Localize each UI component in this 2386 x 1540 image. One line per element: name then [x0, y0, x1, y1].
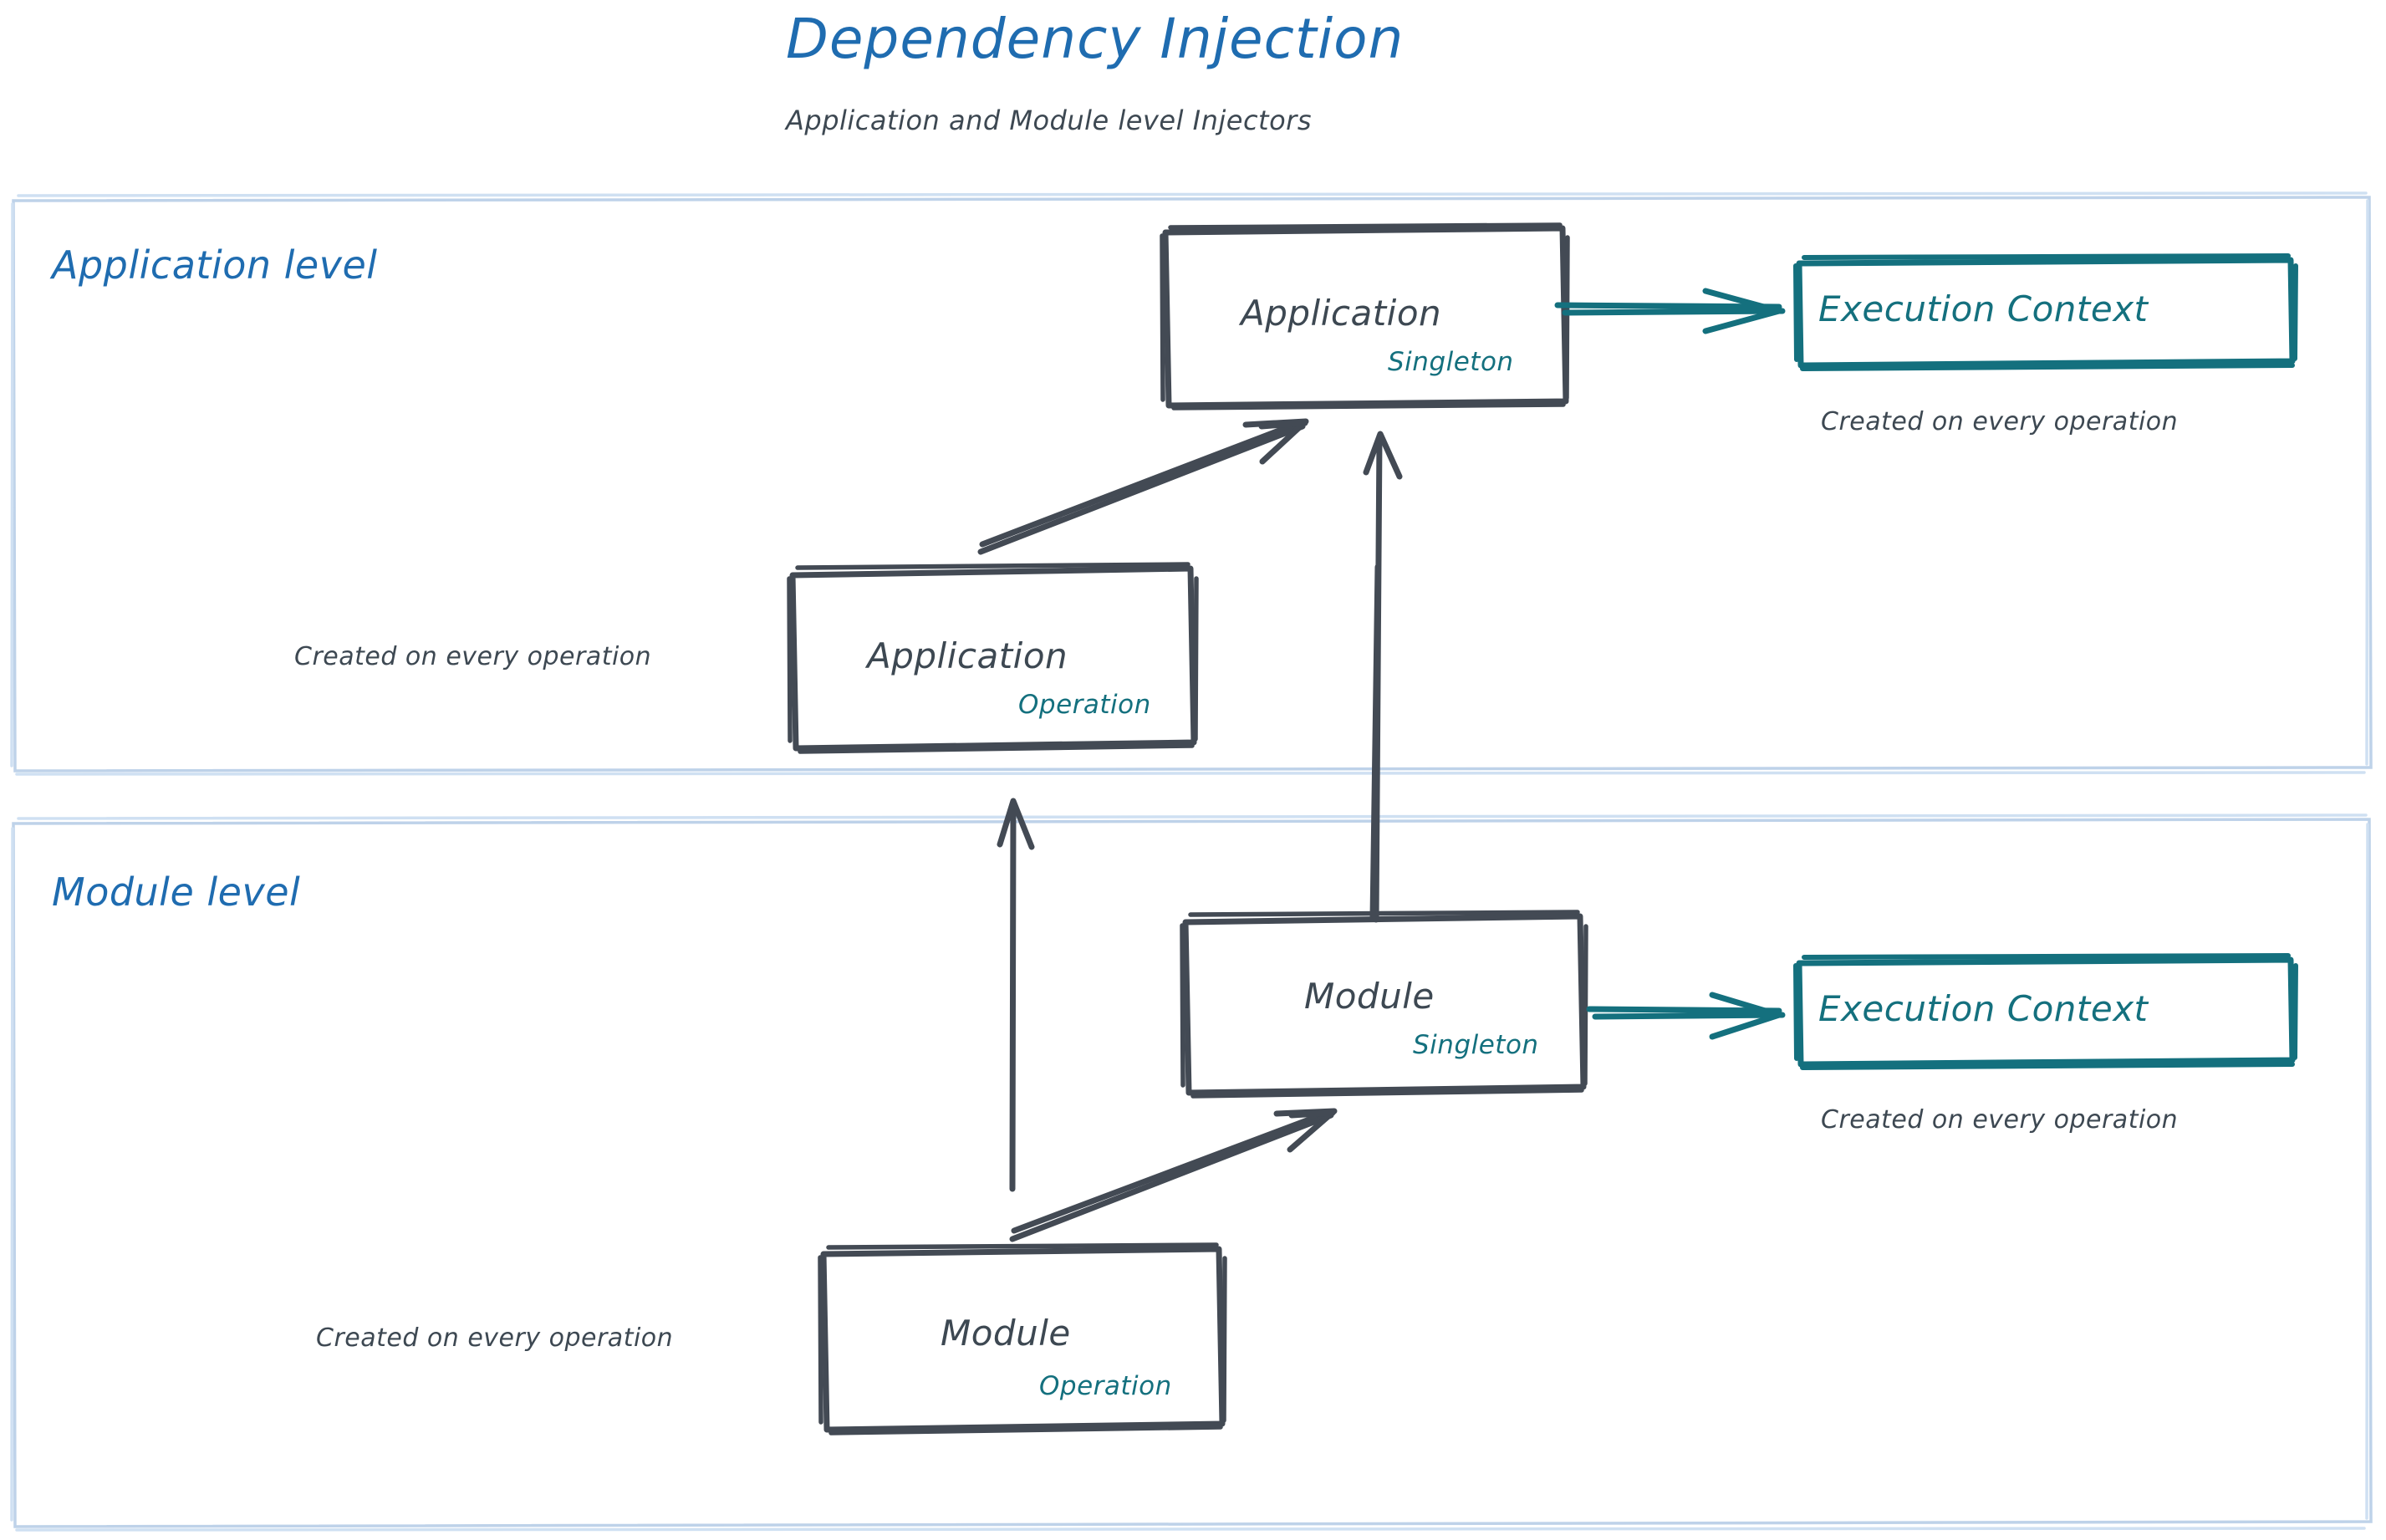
arrow-module-operation-to-application-operation: [997, 798, 1035, 1192]
page-title: Dependency Injection: [786, 7, 1405, 71]
note-module-operation: Created on every operation: [316, 1323, 674, 1353]
node-title-module-operation: Module: [941, 1313, 1071, 1354]
arrow-module-singleton-to-application-singleton: [1363, 431, 1403, 923]
note-execution-context-module: Created on every operation: [1821, 1105, 2179, 1135]
note-execution-context-application: Created on every operation: [1821, 407, 2179, 436]
arrow-module-operation-to-module-singleton: [1009, 1108, 1338, 1242]
arrow-application-operation-to-application-singleton: [977, 418, 1309, 555]
arrow-application-singleton-to-execution-context: [1554, 288, 1786, 334]
node-title-execution-context-module: Execution Context: [1818, 988, 2149, 1029]
arrow-module-singleton-to-execution-context: [1586, 992, 1786, 1040]
node-scope-application-singleton: Singleton: [1388, 347, 1514, 377]
node-scope-application-operation: Operation: [1018, 690, 1151, 720]
node-scope-module-operation: Operation: [1039, 1371, 1172, 1401]
container-label-application-level: Application level: [52, 242, 378, 288]
node-title-execution-context-application: Execution Context: [1818, 288, 2149, 329]
node-title-application-singleton: Application: [1241, 293, 1442, 334]
node-scope-module-singleton: Singleton: [1413, 1030, 1539, 1060]
node-title-application-operation: Application: [867, 635, 1068, 676]
node-title-module-singleton: Module: [1304, 976, 1435, 1017]
page-subtitle: Application and Module level Injectors: [786, 105, 1312, 136]
container-label-module-level: Module level: [52, 869, 301, 915]
container-module-level: [10, 813, 2373, 1532]
note-application-operation: Created on every operation: [294, 642, 652, 671]
